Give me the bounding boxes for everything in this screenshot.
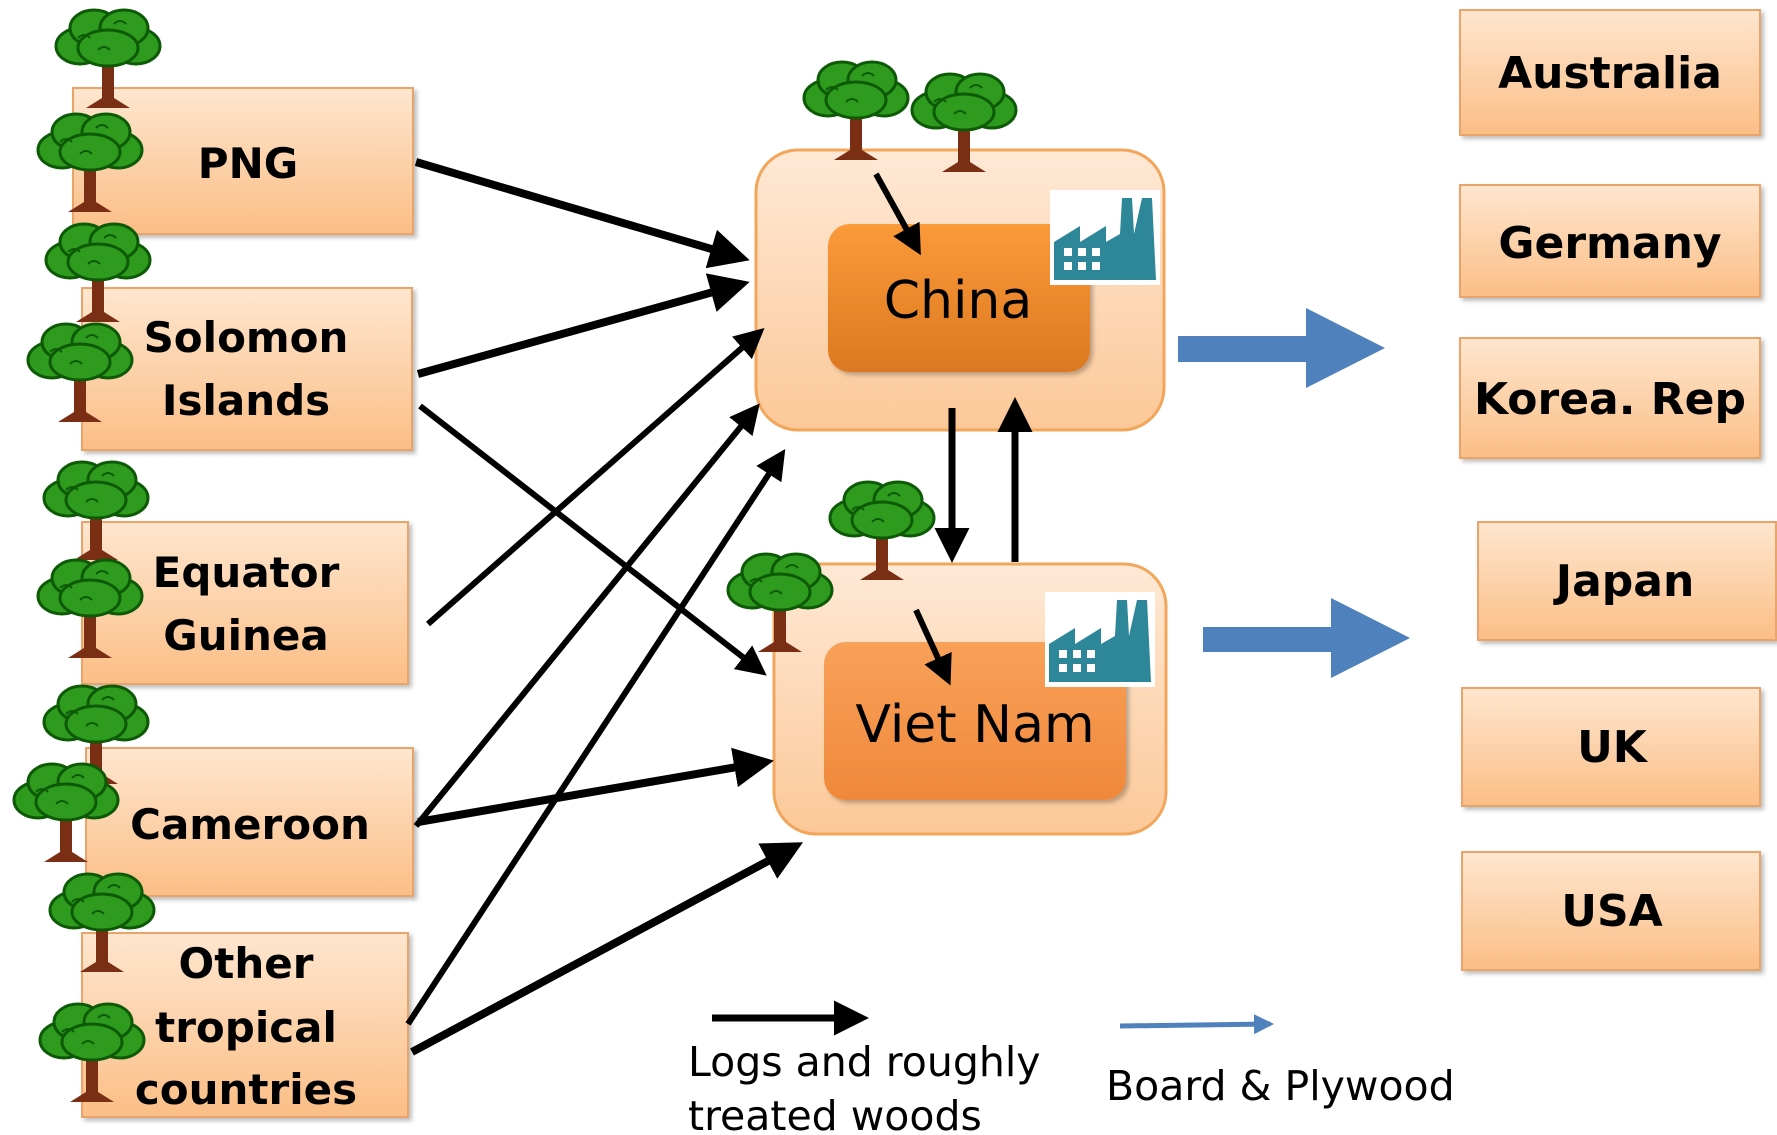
arrow-solomon-to-vietnam: [418, 403, 767, 676]
destination-box-japan: Japan: [1477, 521, 1777, 641]
arrow-tree-to-vietnam: [913, 608, 952, 686]
arrow-other-to-china: [405, 448, 786, 1026]
arrow-png-to-china: [414, 158, 750, 269]
destination-label-korea: Korea. Rep: [1474, 374, 1746, 425]
source-label-other-line1: Other: [179, 939, 314, 988]
legend-blue-arrow: [1119, 1014, 1274, 1035]
source-label-equator-line2: Guinea: [163, 611, 329, 660]
arrow-tree-to-china: [873, 172, 921, 256]
destination-label-japan: Japan: [1553, 556, 1695, 607]
destination-box-germany: Germany: [1459, 184, 1761, 298]
destination-box-korea: Korea. Rep: [1459, 337, 1761, 459]
hub-label-china: China: [884, 271, 1033, 331]
source-box-solomon-islands: Solomon Islands: [81, 287, 413, 451]
legend-board-label: Board & Plywood: [1106, 1062, 1455, 1110]
legend-logs-line2: treated woods: [688, 1092, 982, 1135]
destination-box-uk: UK: [1461, 687, 1761, 807]
source-label-png: PNG: [198, 139, 298, 188]
legend-logs-line1: Logs and roughly: [688, 1038, 1040, 1086]
legend: Logs and roughly treated woods Board & P…: [688, 1000, 1455, 1135]
source-label-cameroon: Cameroon: [130, 800, 370, 849]
source-label-other-line3: countries: [135, 1065, 357, 1114]
destination-label-australia: Australia: [1498, 48, 1722, 99]
destination-box-usa: USA: [1461, 851, 1761, 971]
log-flow-arrows: [405, 158, 1033, 1056]
factory-icon: [1045, 592, 1155, 687]
factory-icon: [1050, 190, 1160, 285]
destination-box-australia: Australia: [1459, 9, 1761, 136]
arrow-cameroon-to-vietnam: [417, 747, 774, 826]
export-arrow-china: [1178, 308, 1385, 388]
source-label-other-line2: tropical: [155, 1003, 337, 1052]
tree-icon: [804, 62, 908, 160]
source-label-equator-line1: Equator: [153, 548, 340, 597]
arrow-cameroon-to-china: [413, 403, 760, 828]
export-arrow-vietnam: [1203, 598, 1410, 678]
hub-label-vietnam: Viet Nam: [855, 695, 1094, 755]
source-box-cameroon: Cameroon: [85, 747, 414, 897]
arrow-equator-to-china: [426, 328, 765, 627]
source-label-solomon-line1: Solomon: [144, 313, 349, 362]
arrow-other-to-vietnam: [410, 842, 804, 1056]
arrow-solomon-to-china: [416, 273, 750, 378]
destination-label-germany: Germany: [1498, 218, 1721, 269]
destination-label-usa: USA: [1561, 886, 1662, 937]
destination-label-uk: UK: [1577, 722, 1649, 773]
source-label-solomon-line2: Islands: [162, 376, 330, 425]
